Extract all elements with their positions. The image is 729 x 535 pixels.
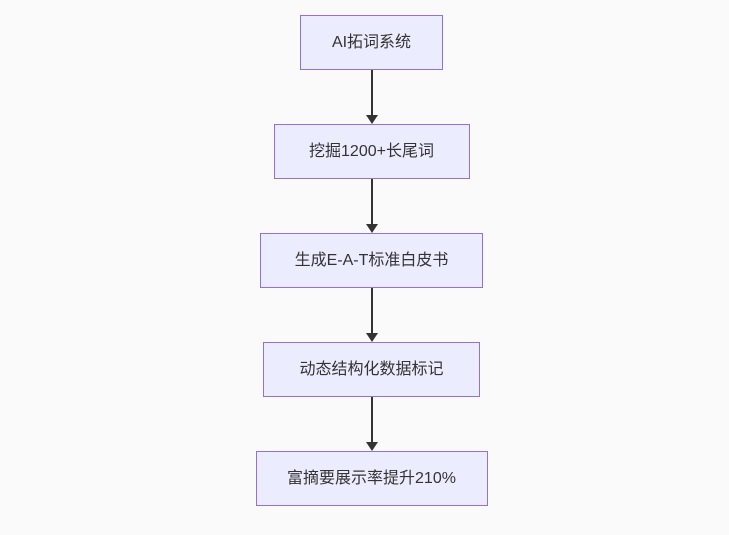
arrow-line xyxy=(370,179,373,225)
arrowhead-down-icon xyxy=(365,115,378,124)
arrowhead-down-icon xyxy=(365,224,378,233)
arrow-line xyxy=(370,288,373,334)
node-label: AI拓词系统 xyxy=(331,33,412,51)
flowchart-arrow xyxy=(365,70,379,124)
node-label: 挖掘1200+长尾词 xyxy=(309,142,434,160)
flowchart-column: AI拓词系统 挖掘1200+长尾词 生成E-A-T标准白皮书 动态结构化数据标记 xyxy=(255,15,488,506)
arrowhead-down-icon xyxy=(365,442,378,451)
node-label: 动态结构化数据标记 xyxy=(299,360,444,378)
flowchart-node-rich-snippet-result: 富摘要展示率提升210% xyxy=(255,451,488,506)
flowchart-arrow xyxy=(365,288,379,342)
flowchart-node-eat-whitepaper: 生成E-A-T标准白皮书 xyxy=(260,233,483,288)
arrow-line xyxy=(370,397,373,443)
flowchart-node-longtail-mining: 挖掘1200+长尾词 xyxy=(273,124,470,179)
flowchart-node-ai-word-expansion: AI拓词系统 xyxy=(300,15,443,70)
arrow-line xyxy=(370,70,373,116)
node-label: 生成E-A-T标准白皮书 xyxy=(294,251,449,269)
flowchart-arrow xyxy=(365,179,379,233)
flowchart-arrow xyxy=(365,397,379,451)
node-label: 富摘要展示率提升210% xyxy=(287,469,456,487)
arrowhead-down-icon xyxy=(365,333,378,342)
flowchart-node-structured-data: 动态结构化数据标记 xyxy=(263,342,480,397)
